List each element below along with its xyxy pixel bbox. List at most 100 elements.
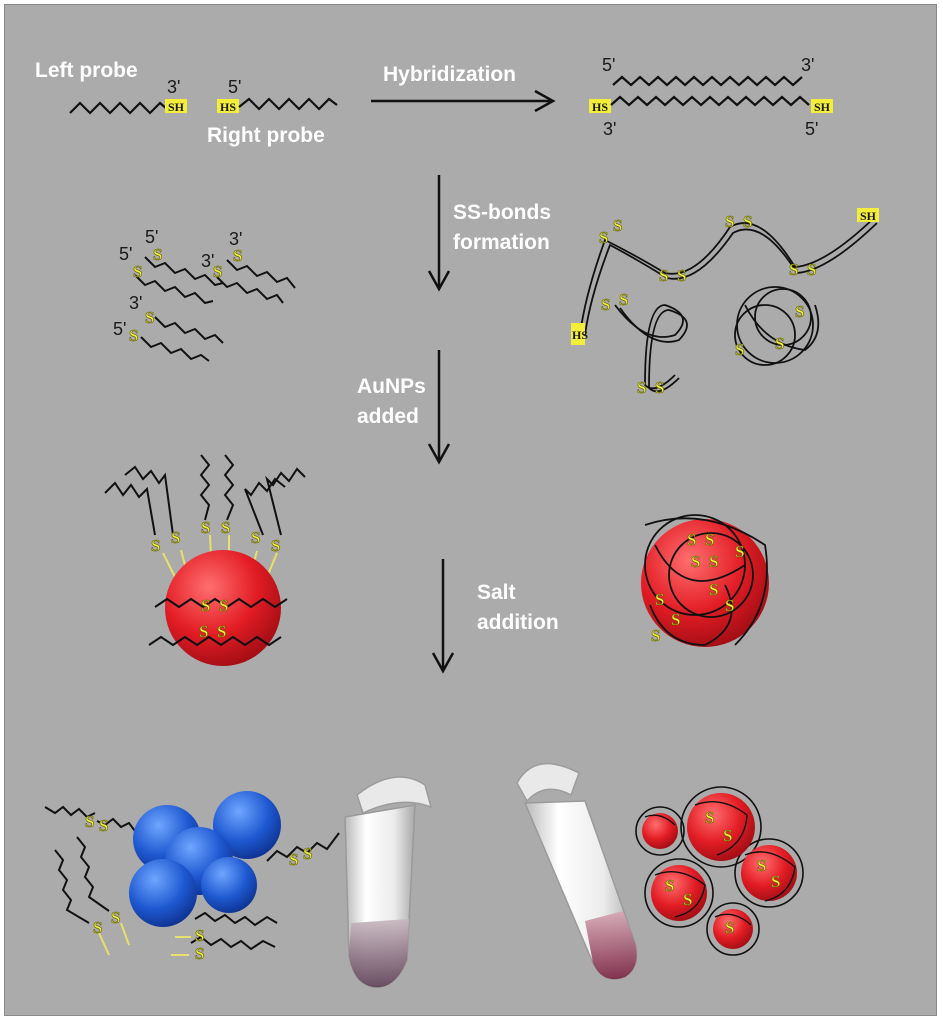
svg-text:3': 3': [129, 293, 142, 313]
sulfur-atom-icon: S: [153, 245, 162, 264]
svg-text:S: S: [219, 596, 228, 615]
aggregated-nanoparticle: [213, 791, 281, 859]
svg-text:S: S: [151, 536, 160, 555]
salt-label-line1: Salt: [477, 581, 516, 604]
svg-text:S: S: [659, 266, 668, 285]
svg-text:S: S: [683, 890, 692, 909]
svg-text:S: S: [217, 622, 226, 641]
tube-liquid-red: [585, 911, 637, 980]
svg-text:S: S: [199, 622, 208, 641]
gold-nanoparticle: [641, 519, 769, 647]
sulfur-atom-icon: S: [213, 262, 222, 281]
thiol-group-icon: [589, 99, 611, 113]
svg-text:S: S: [195, 944, 204, 963]
svg-text:S: S: [601, 295, 610, 314]
ss-bonds-arrow: [427, 175, 451, 292]
svg-text:S: S: [705, 530, 714, 549]
gold-nanoparticle-wrapped: S S S S S S S S S S: [641, 514, 769, 647]
hybridization-label: Hybridization: [383, 63, 516, 86]
tube-liquid-purple: [349, 919, 409, 988]
svg-text:S: S: [85, 812, 94, 831]
svg-text:S: S: [599, 228, 608, 247]
svg-text:S: S: [677, 266, 686, 285]
svg-text:S: S: [251, 528, 260, 547]
dispersed-nanoparticle: [642, 813, 678, 849]
svg-text:S: S: [619, 290, 628, 309]
svg-text:S: S: [687, 530, 696, 549]
svg-text:S: S: [221, 518, 230, 537]
right-probe: HS 5': [217, 77, 338, 114]
svg-text:SH: SH: [814, 100, 831, 114]
gold-nanoparticle-with-probes: S S S S S S S S S S: [104, 454, 306, 666]
dispersed-nanoparticles: S S S S S S S: [635, 786, 804, 956]
svg-text:HS: HS: [592, 100, 608, 114]
svg-text:5': 5': [113, 319, 126, 339]
svg-text:S: S: [725, 918, 734, 937]
figure-frame: Left probe Right probe Hybridization SS-…: [4, 4, 937, 1016]
svg-text:SH: SH: [168, 100, 185, 114]
svg-text:3': 3': [603, 119, 616, 139]
salt-label-line2: addition: [477, 611, 559, 634]
svg-text:S: S: [637, 378, 646, 397]
svg-text:S: S: [271, 536, 280, 555]
right-probe-label: Right probe: [207, 124, 325, 147]
thiol-group-icon: [811, 99, 833, 113]
thiol-group-icon: [217, 99, 239, 113]
svg-text:S: S: [723, 826, 732, 845]
svg-text:S: S: [655, 378, 664, 397]
svg-text:S: S: [725, 596, 734, 615]
sulfur-atom-icon: S: [133, 262, 142, 281]
svg-text:HS: HS: [220, 100, 236, 114]
svg-text:S: S: [665, 876, 674, 895]
svg-text:S: S: [743, 212, 752, 231]
svg-text:S: S: [691, 552, 700, 571]
aunps-label-line1: AuNPs: [357, 375, 426, 398]
svg-text:S: S: [613, 216, 622, 235]
three-prime-end: 3': [167, 77, 180, 97]
svg-text:3': 3': [801, 55, 814, 75]
left-probe: SH 3': [69, 77, 187, 115]
ss-bonds-label-line2: formation: [453, 231, 550, 254]
svg-text:5': 5': [805, 119, 818, 139]
svg-text:5': 5': [602, 55, 615, 75]
svg-text:S: S: [671, 610, 680, 629]
svg-text:S: S: [735, 542, 744, 561]
svg-text:S: S: [289, 850, 298, 869]
svg-text:S: S: [771, 872, 780, 891]
ss-bonds-label-line1: SS-bonds: [453, 201, 551, 224]
svg-text:SH: SH: [860, 209, 877, 223]
svg-text:S: S: [201, 518, 210, 537]
svg-text:S: S: [795, 302, 804, 321]
svg-text:3': 3': [201, 251, 214, 271]
svg-text:S: S: [757, 856, 766, 875]
salt-addition-arrow: [431, 559, 455, 674]
dispersed-nanoparticle: [687, 793, 755, 861]
dispersed-nanoparticle: [651, 865, 707, 921]
svg-text:S: S: [93, 918, 102, 937]
disulfide-dimers: [134, 256, 296, 362]
hybridization-arrow: [371, 89, 556, 113]
svg-text:S: S: [775, 334, 784, 353]
sample-tube-dispersed: [516, 762, 638, 980]
sulfur-atom-icon: S: [129, 326, 138, 345]
thiol-group-icon: [165, 99, 187, 113]
svg-text:S: S: [99, 816, 108, 835]
svg-text:5': 5': [145, 227, 158, 247]
svg-text:3': 3': [229, 229, 242, 249]
svg-text:S: S: [725, 212, 734, 231]
sulfur-atom-icon: S: [145, 308, 154, 327]
sulfur-atom-icon: S: [233, 246, 242, 265]
aggregated-nanoparticle: [129, 859, 197, 927]
svg-text:S: S: [651, 626, 660, 645]
svg-text:S: S: [111, 908, 120, 927]
aggregated-nanoparticles: S S S S S S S S: [44, 791, 340, 963]
svg-text:S: S: [807, 260, 816, 279]
svg-text:S: S: [171, 528, 180, 547]
tube-cap: [516, 762, 580, 803]
svg-text:S: S: [709, 552, 718, 571]
polymerized-duplex-network: [579, 216, 878, 393]
svg-text:S: S: [303, 844, 312, 863]
gold-nanoparticle: [165, 550, 281, 666]
aunps-label-line2: added: [357, 405, 419, 428]
svg-text:S: S: [705, 808, 714, 827]
